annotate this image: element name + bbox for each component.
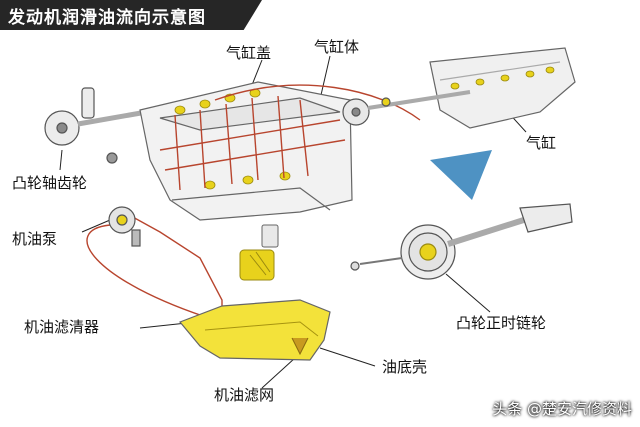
label-cylinder: 气缸 [526, 134, 557, 152]
engine-block-part [139, 81, 353, 221]
page-title: 发动机润滑油流向示意图 [8, 8, 206, 28]
leader-oil-strainer [261, 357, 296, 389]
title-bar: 发动机润滑油流向示意图 [0, 0, 262, 30]
label-camshaft-gear: 凸轮轴齿轮 [12, 174, 88, 192]
label-oil-pan: 油底壳 [382, 358, 428, 376]
label-cylinder-block: 气缸体 [314, 38, 360, 56]
blue-arrow-icon [430, 150, 492, 200]
cylinder-head-part [429, 47, 576, 129]
block-oil-flow [86, 84, 421, 321]
leader-camshaft-gear [59, 149, 63, 171]
leader-oil-pump [81, 219, 111, 233]
block-oil-points [174, 88, 291, 190]
leader-oil-pan [319, 347, 376, 367]
label-cam-timing-sprocket: 凸轮正时链轮 [456, 314, 547, 332]
head-cam-wheel [342, 90, 471, 126]
timing-sprocket-part [350, 203, 573, 280]
label-cylinder-head-cover: 气缸盖 [226, 44, 272, 62]
piston-rods [239, 224, 279, 281]
watermark: 头条 @楚安汽修资料 [492, 400, 632, 418]
oil-pump-part [108, 206, 141, 247]
cylinder-head-oil-points [450, 66, 555, 90]
leader-cam-sprocket [445, 273, 491, 313]
oil-pan-part [179, 299, 331, 361]
label-oil-pump: 机油泵 [12, 230, 58, 248]
label-oil-filter: 机油滤清器 [24, 318, 100, 336]
leader-lines [59, 55, 527, 389]
label-oil-strainer: 机油滤网 [214, 386, 275, 404]
